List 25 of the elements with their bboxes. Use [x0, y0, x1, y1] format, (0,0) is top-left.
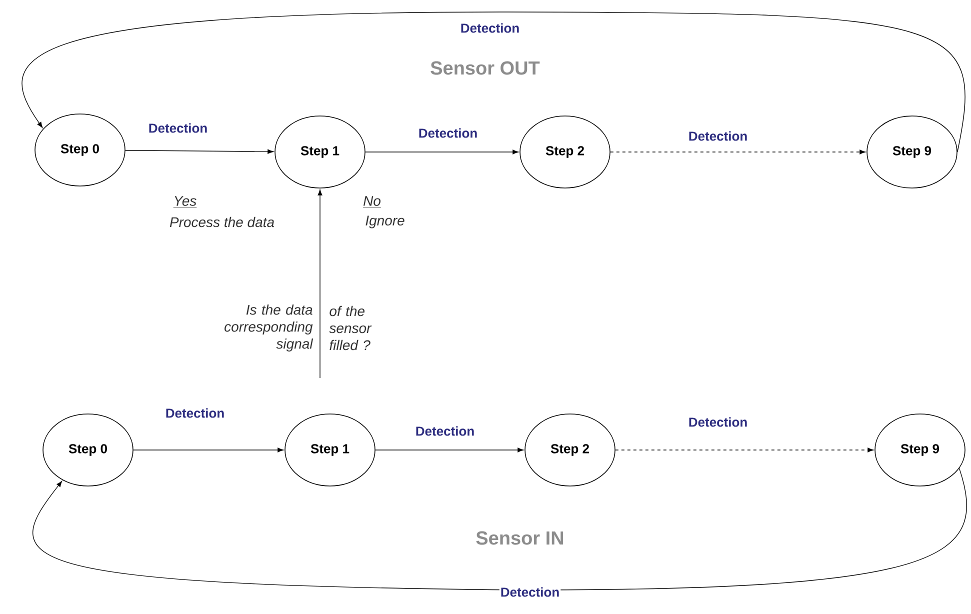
edge-label: Detection	[164, 407, 226, 419]
answer-heading: Yes	[173, 196, 197, 208]
edge-label: Detection	[687, 130, 749, 142]
edge-label: Detection	[414, 425, 476, 437]
edge-label: Detection	[499, 586, 561, 598]
sensor-title: Sensor IN	[476, 531, 564, 545]
note-text: of the sensor filled ?	[329, 306, 372, 350]
note-text: Is the data corresponding signal	[224, 304, 314, 352]
arrow	[610, 150, 866, 154]
arrow	[32, 468, 967, 590]
arrow	[375, 448, 524, 452]
arrow	[318, 190, 322, 378]
note-text: Process the data	[170, 216, 274, 228]
arrow	[365, 150, 518, 154]
edge-label: Detection	[687, 416, 749, 428]
arrow	[615, 448, 874, 452]
arrow	[125, 149, 274, 154]
arrow	[22, 12, 966, 152]
sensor-title: Sensor OUT	[430, 61, 540, 75]
edge-label: Detection	[417, 127, 479, 139]
edge-label: Detection	[147, 122, 209, 134]
arrow	[133, 448, 284, 452]
note-text: Ignore	[366, 216, 404, 228]
answer-heading: No	[362, 196, 382, 208]
edge-label: Detection	[459, 22, 521, 34]
